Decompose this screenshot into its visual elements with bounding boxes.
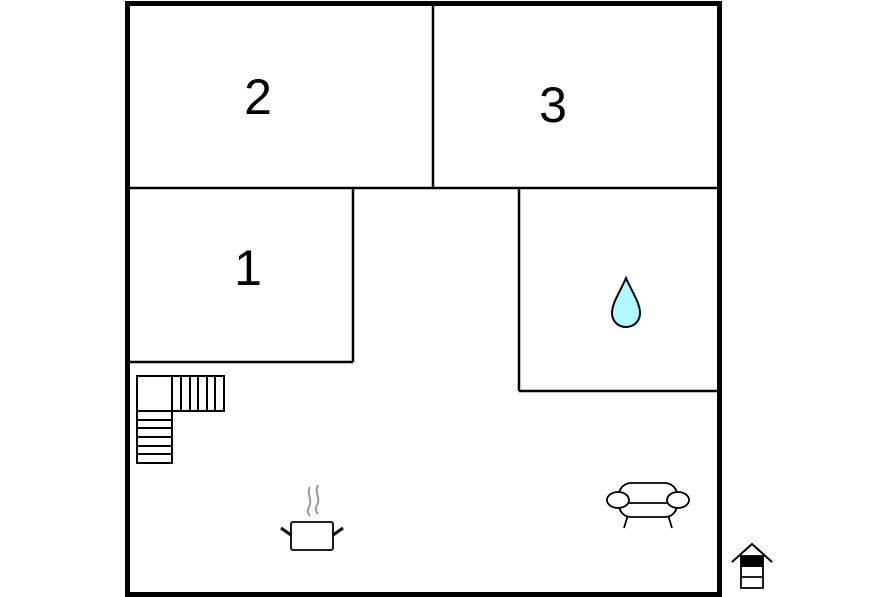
outer-wall (125, 1, 722, 597)
room-3: 3 (539, 77, 567, 133)
staircase-icon (136, 375, 225, 464)
room-2: 2 (244, 69, 272, 125)
room-1-label: 1 (234, 240, 262, 296)
floor-level-house-icon (731, 542, 773, 589)
interior-walls (128, 4, 718, 393)
living-room-sofa-icon (606, 482, 690, 529)
room-2-label: 2 (244, 69, 272, 125)
room-3-label: 3 (539, 77, 567, 133)
bathroom-water-drop-icon (610, 275, 642, 329)
kitchen-pot-icon (280, 484, 344, 551)
room-1: 1 (234, 240, 262, 296)
